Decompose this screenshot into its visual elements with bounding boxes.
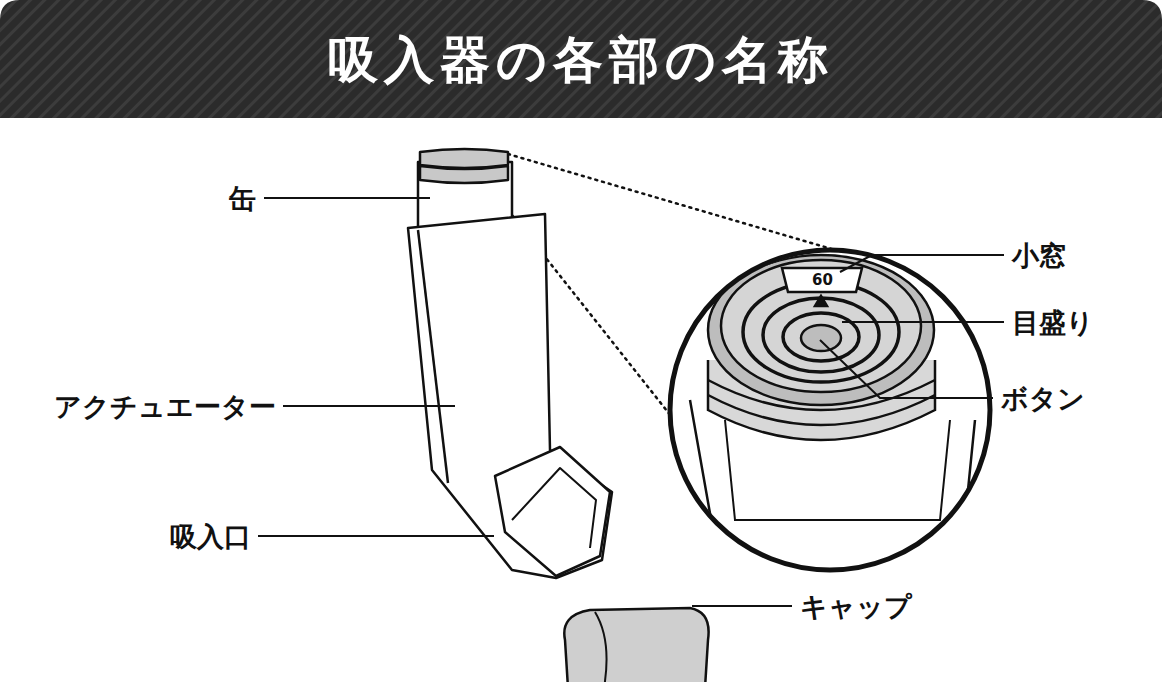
part-label: 缶 [229,185,256,212]
part-label: 吸入口 [170,523,251,550]
part-label: キャップ [800,593,912,620]
part-label: 目盛り [1012,309,1094,336]
part-label: 小窓 [1012,242,1066,269]
counter-number: 60 [812,273,833,288]
title-text: 吸入器の各部の名称 [328,35,834,85]
part-label: ボタン [1001,385,1085,412]
title-banner [0,0,1162,118]
part-label: アクチュエーター [54,393,276,420]
